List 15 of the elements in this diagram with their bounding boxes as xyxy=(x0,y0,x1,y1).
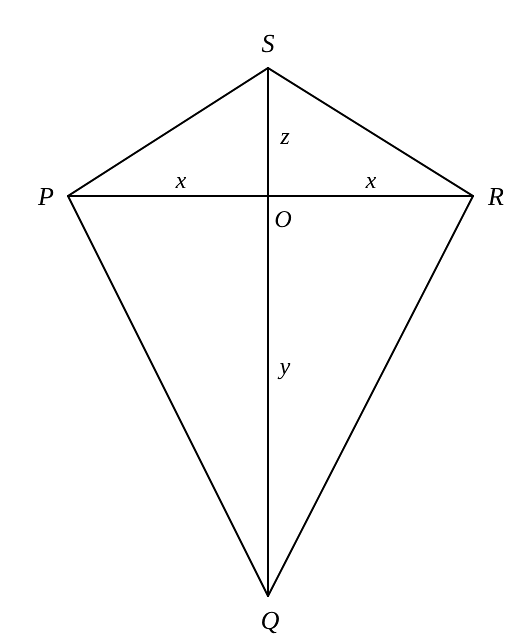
vertex-label: R xyxy=(488,184,504,210)
line-segment xyxy=(67,67,269,197)
line-segment xyxy=(267,67,269,597)
length-label: z xyxy=(280,125,290,149)
vertex-label: Q xyxy=(260,608,280,634)
length-label: x xyxy=(176,169,186,193)
length-label: x xyxy=(366,169,376,193)
line-segment xyxy=(267,195,474,597)
line-segment xyxy=(67,195,269,597)
vertex-label: S xyxy=(262,31,274,57)
length-label: O xyxy=(274,208,292,232)
vertex-label: P xyxy=(38,184,54,210)
length-label: y xyxy=(280,355,290,379)
line-segment xyxy=(67,195,474,197)
line-segment xyxy=(267,67,474,197)
